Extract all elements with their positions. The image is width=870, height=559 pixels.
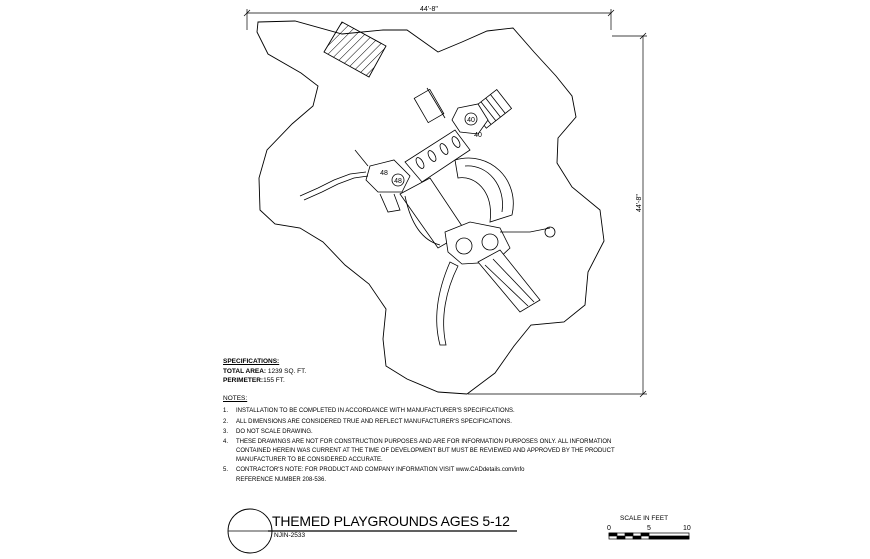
deck-label: 40 (474, 132, 482, 139)
hatched-area (323, 21, 387, 78)
height-dimension: 44'-8" (636, 194, 643, 212)
total-area: TOTAL AREA: 1239 SQ. FT. (223, 368, 307, 375)
note-item: 3.DO NOT SCALE DRAWING. (223, 429, 313, 435)
perimeter: PERIMETER:155 FT. (223, 377, 285, 384)
deck-label: 48 (380, 170, 388, 177)
deck-label-group: 40 48 48 40 (380, 117, 482, 185)
top-dimension-line (243, 9, 615, 30)
note-item: 2.ALL DIMENSIONS ARE CONSIDERED TRUE AND… (223, 419, 512, 425)
play-structure (299, 87, 556, 346)
deck-label: 40 (467, 117, 475, 124)
deck-label: 48 (394, 178, 402, 185)
drawing-title: THEMED PLAYGROUNDS AGES 5-12 (272, 513, 510, 529)
drawing-code: NJIN-2533 (274, 532, 306, 539)
note-item: 4.THESE DRAWINGS ARE NOT FOR CONSTRUCTIO… (223, 439, 612, 445)
note-item: 1.INSTALLATION TO BE COMPLETED IN ACCORD… (223, 408, 515, 414)
note-continuation: REFERENCE NUMBER 208-536. (236, 477, 327, 483)
note-continuation: CONTAINED HEREIN WAS CURRENT AT THE TIME… (236, 448, 615, 454)
scale-tick-label: 10 (683, 525, 691, 532)
width-dimension: 44'-8" (420, 6, 438, 13)
scale-tick-label: 5 (647, 525, 651, 532)
surfacing-boundary (256, 20, 605, 395)
note-continuation: MANUFACTURER TO BE CONSIDERED ACCURATE. (236, 457, 383, 463)
graphic-scale-bar (608, 532, 690, 540)
right-dimension-line (468, 32, 647, 398)
title-block (227, 508, 517, 554)
note-item: 5.CONTRACTOR'S NOTE: FOR PRODUCT AND COM… (223, 467, 525, 473)
scale-tick-label: 0 (607, 525, 611, 532)
scale-label: SCALE IN FEET (620, 515, 669, 522)
notes-heading: NOTES: (223, 395, 248, 402)
specifications-heading: SPECIFICATIONS: (223, 358, 280, 365)
